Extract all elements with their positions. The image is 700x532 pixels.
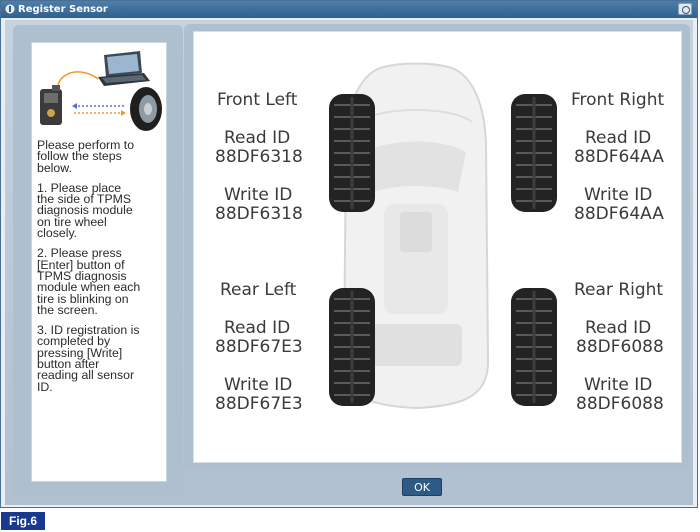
front-left-write-label: Write ID [224, 185, 293, 205]
instruction-step-2: 2. Please press [Enter] button of TPMS d… [37, 246, 141, 317]
title-bar: Register Sensor [1, 1, 697, 18]
sensor-icon [5, 4, 15, 14]
rear-left-title: Rear Left [220, 280, 297, 300]
rear-left-write-id: 88DF67E3 [215, 394, 303, 414]
figure-label: Fig.6 [1, 512, 45, 530]
instruction-text: Please perform to follow the steps below… [37, 138, 165, 402]
rear-right-write-label: Write ID [584, 375, 653, 395]
tpms-module-icon [40, 85, 62, 125]
front-right-read-label: Read ID [585, 128, 652, 148]
tire-icon [130, 87, 162, 131]
front-right-read-id: 88DF64AA [574, 147, 664, 167]
tire-rear-right-icon[interactable] [510, 287, 558, 407]
front-right-write-id: 88DF64AA [574, 204, 664, 224]
rear-right-title: Rear Right [574, 280, 664, 300]
front-left-read-label: Read ID [224, 128, 291, 148]
front-left-title: Front Left [217, 90, 298, 110]
front-left-write-id: 88DF6318 [215, 204, 303, 224]
laptop-icon [98, 51, 150, 86]
rear-left-read-label: Read ID [224, 318, 291, 338]
front-right-title: Front Right [571, 90, 665, 110]
rear-right-write-id: 88DF6088 [576, 394, 664, 414]
window-control-button[interactable] [678, 3, 692, 15]
rear-left-read-id: 88DF67E3 [215, 337, 303, 357]
tpms-module-illustration [40, 51, 162, 131]
instruction-step-1: 1. Please place the side of TPMS diagnos… [37, 180, 133, 241]
instructions-panel: Please perform to follow the steps below… [31, 42, 167, 482]
instruction-step-3: 3. ID registration is completed by press… [37, 323, 140, 394]
ok-button[interactable]: OK [402, 478, 442, 496]
rear-right-read-id: 88DF6088 [576, 337, 664, 357]
window-title: Register Sensor [18, 4, 108, 15]
tire-front-right-icon[interactable] [510, 93, 558, 213]
rear-right-read-label: Read ID [585, 318, 652, 338]
instruction-intro: Please perform to follow the steps below… [37, 138, 135, 175]
front-left-read-id: 88DF6318 [215, 147, 303, 167]
front-right-write-label: Write ID [584, 185, 653, 205]
tire-rear-left-icon[interactable] [328, 287, 376, 407]
tire-front-left-icon[interactable] [328, 93, 376, 213]
rear-left-write-label: Write ID [224, 375, 293, 395]
